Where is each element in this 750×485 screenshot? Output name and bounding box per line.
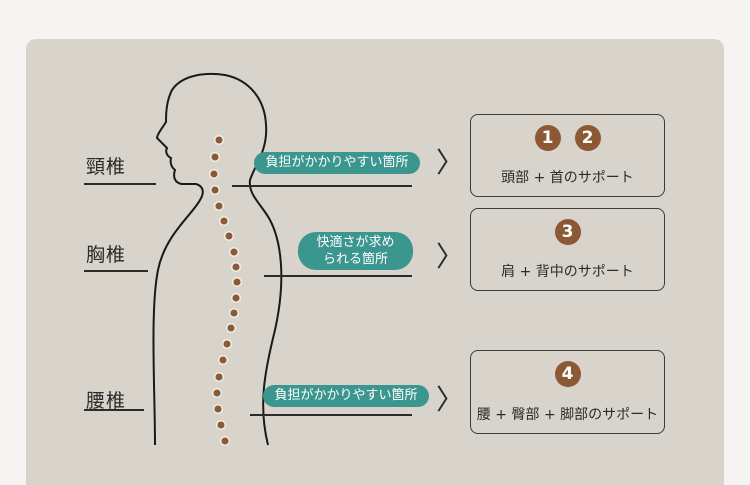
badge-group: 3 — [471, 219, 664, 245]
vertebra-dot — [218, 215, 230, 227]
leader-line-cervical — [232, 185, 412, 187]
vertebra-dot — [230, 261, 242, 273]
label-cervical: 頸椎 — [86, 156, 127, 178]
chevron-right-icon: 〉 — [436, 146, 465, 179]
callout-text: られる箇所 — [322, 252, 388, 267]
support-box-2: 3 肩 + 背中のサポート — [470, 208, 665, 291]
vertebra-dot — [223, 230, 235, 242]
leader-line-lumbar — [250, 414, 412, 416]
callout-lumbar: 負担がかかりやすい箇所 — [263, 385, 429, 407]
callout-text: 負担がかかりやすい箇所 — [265, 155, 409, 170]
vertebra-dot — [212, 403, 224, 415]
callout-text: 負担がかかりやすい箇所 — [274, 388, 418, 403]
vertebra-dot — [231, 276, 243, 288]
label-lumbar: 腰椎 — [86, 390, 127, 412]
vertebra-dot — [221, 338, 233, 350]
vertebra-dot — [219, 435, 231, 447]
vertebra-dot — [213, 200, 225, 212]
number-badge: 1 — [534, 125, 561, 151]
chevron-right-icon: 〉 — [436, 383, 465, 416]
number-badge: 2 — [574, 125, 601, 151]
support-text: 腰 + 臀部 + 脚部のサポート — [476, 407, 659, 423]
vertebra-dot — [213, 371, 225, 383]
underline-lumbar — [84, 409, 144, 411]
vertebra-dot — [209, 151, 221, 163]
number-badge: 4 — [554, 361, 581, 387]
vertebra-dot — [230, 292, 242, 304]
vertebra-dot — [211, 387, 223, 399]
vertebra-dot — [215, 419, 227, 431]
vertebra-dot — [209, 184, 221, 196]
callout-cervical: 負担がかかりやすい箇所 — [254, 152, 420, 174]
vertebra-dot — [208, 168, 220, 180]
support-box-3: 4 腰 + 臀部 + 脚部のサポート — [470, 350, 665, 434]
vertebra-dot — [225, 322, 237, 334]
chevron-right-icon: 〉 — [436, 240, 465, 273]
support-box-1: 1 2 頭部 + 首のサポート — [470, 114, 665, 197]
number-badge: 3 — [554, 219, 581, 245]
vertebra-dot — [228, 246, 240, 258]
support-text: 頭部 + 首のサポート — [501, 170, 634, 186]
vertebra-dot — [217, 354, 229, 366]
support-text: 肩 + 背中のサポート — [501, 264, 634, 280]
label-thoracic: 胸椎 — [86, 244, 127, 266]
leader-line-thoracic — [264, 275, 412, 277]
badge-group: 1 2 — [471, 125, 664, 151]
vertebra-dot — [213, 134, 225, 146]
vertebra-dot — [228, 307, 240, 319]
callout-text: 快適さが求め — [316, 235, 395, 250]
badge-group: 4 — [471, 361, 664, 387]
underline-cervical — [84, 183, 156, 185]
spine-dots — [208, 134, 243, 447]
underline-thoracic — [84, 270, 148, 272]
callout-thoracic: 快適さが求め られる箇所 — [298, 232, 413, 270]
